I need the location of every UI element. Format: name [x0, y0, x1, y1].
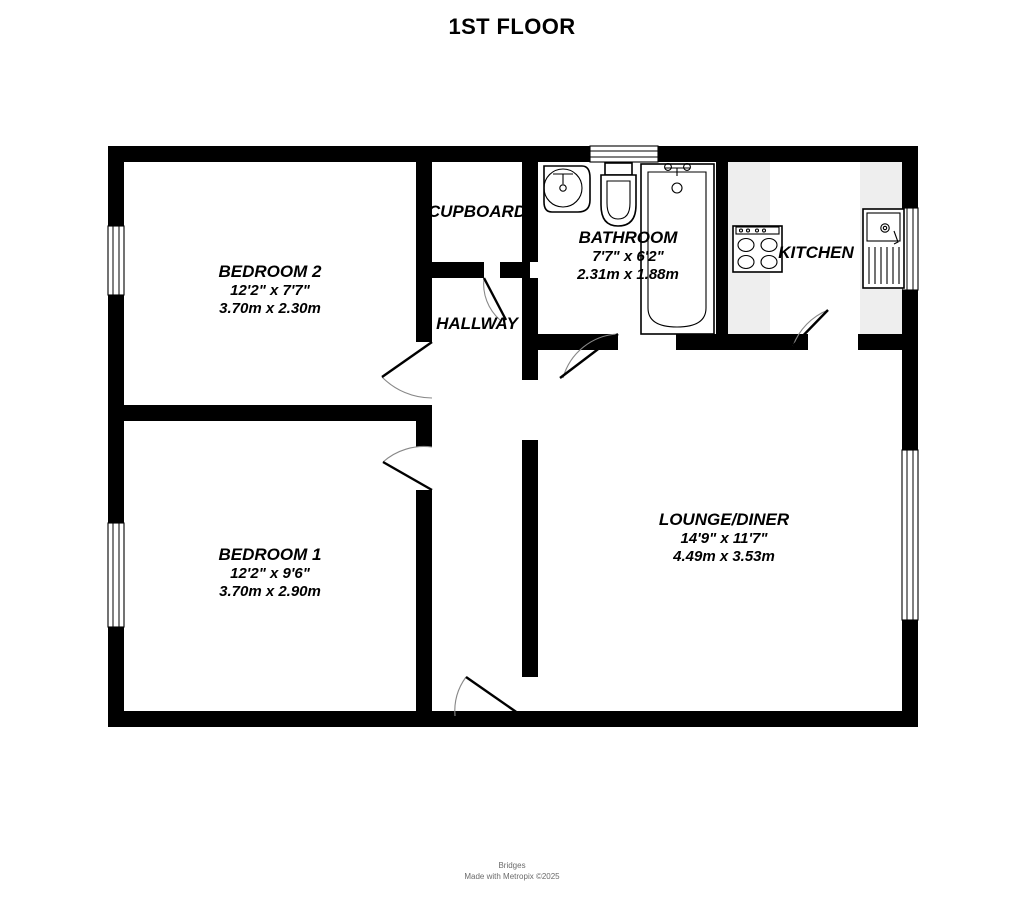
door-cupboard: [482, 277, 508, 321]
page-title: 1ST FLOOR: [448, 14, 576, 39]
room-dim-metric-bathroom: 2.31m x 1.88m: [576, 266, 679, 283]
doors: [381, 277, 829, 717]
room-name-lounge: LOUNGE/DINER: [659, 510, 790, 529]
window-lounge: [901, 449, 919, 621]
room-dim-imperial-lounge: 14'9" x 11'7": [681, 530, 769, 547]
room-label-bathroom: BATHROOM 7'7" x 6'2" 2.31m x 1.88m: [576, 228, 679, 283]
room-label-lounge: LOUNGE/DINER 14'9" x 11'7" 4.49m x 3.53m: [659, 510, 790, 565]
window-kitchen: [901, 207, 919, 291]
fixture-kitchen-hob: [732, 225, 783, 273]
room-name-bedroom2: BEDROOM 2: [219, 262, 323, 281]
door-kitchen-lounge: [792, 309, 829, 347]
fixture-bathtub: [640, 163, 715, 335]
room-label-cupboard: CUPBOARD: [428, 202, 526, 221]
windows: [107, 145, 919, 628]
room-dim-metric-bedroom2: 3.70m x 2.30m: [219, 300, 321, 317]
interior-walls: [108, 146, 918, 727]
fixture-kitchen-sink-drainer: [862, 208, 905, 289]
door-bathroom: [559, 333, 619, 379]
room-name-bedroom1: BEDROOM 1: [219, 545, 322, 564]
room-label-bedroom1: BEDROOM 1 12'2" x 9'6" 3.70m x 2.90m: [219, 545, 322, 600]
footer-brand: Bridges: [498, 861, 526, 870]
window-bathroom: [589, 145, 659, 163]
window-bedroom2: [107, 225, 125, 296]
room-dim-imperial-bedroom2: 12'2" x 7'7": [230, 282, 311, 299]
fixture-toilet: [600, 162, 637, 227]
door-bedroom2: [381, 341, 433, 399]
room-dim-imperial-bathroom: 7'7" x 6'2": [592, 248, 664, 265]
room-dim-metric-bedroom1: 3.70m x 2.90m: [219, 583, 321, 600]
fixture-bathroom-sink: [543, 165, 591, 213]
room-dim-metric-lounge: 4.49m x 3.53m: [672, 548, 775, 565]
room-label-bedroom2: BEDROOM 2 12'2" x 7'7" 3.70m x 2.30m: [219, 262, 323, 317]
window-bedroom1: [107, 522, 125, 628]
footer: Bridges Made with Metropix ©2025: [0, 860, 1024, 882]
exterior-walls: [108, 146, 918, 727]
room-dim-imperial-bedroom1: 12'2" x 9'6": [230, 565, 311, 582]
footer-attribution: Made with Metropix ©2025: [464, 872, 560, 881]
door-bedroom1: [382, 445, 433, 492]
room-name-bathroom: BATHROOM: [579, 228, 679, 247]
room-label-kitchen: KITCHEN: [778, 243, 854, 262]
door-hallway-lounge: [454, 676, 523, 717]
room-label-hallway: HALLWAY: [436, 314, 520, 333]
